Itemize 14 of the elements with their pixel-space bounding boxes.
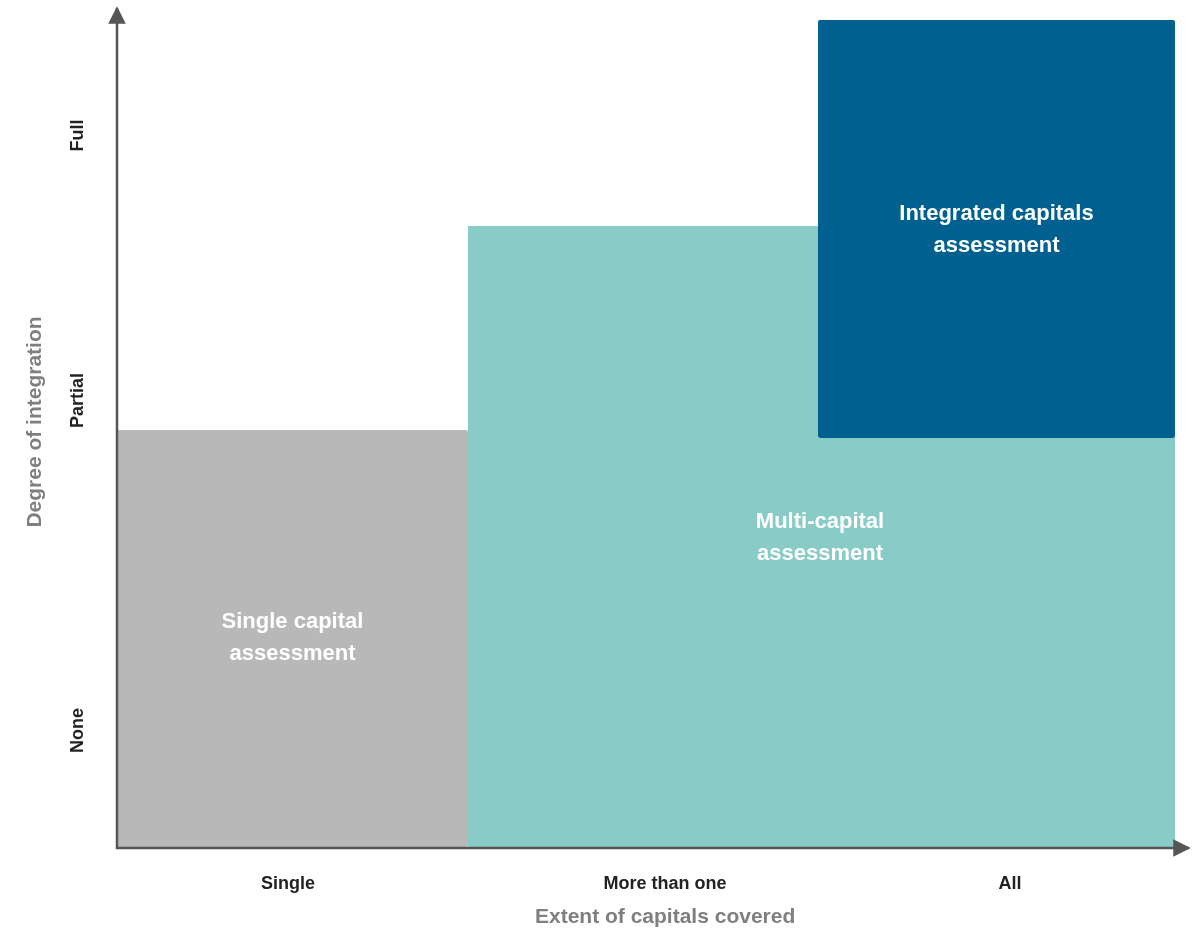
axis-tick-label: Single	[261, 872, 315, 894]
area-label: Single capital assessment	[220, 607, 365, 667]
axis-title: Degree of integration	[21, 316, 46, 528]
axis-tick-label: Full	[66, 119, 88, 151]
axis-tick-label: None	[66, 707, 88, 753]
axis-tick-label: All	[998, 872, 1022, 894]
axis-tick-label: Partial	[66, 372, 88, 428]
area-label: Integrated capitals assessment	[898, 199, 1095, 259]
axis-tick-label: More than one	[603, 872, 727, 894]
assessment-area	[818, 20, 1175, 438]
axis-title: Extent of capitals covered	[535, 904, 796, 928]
area-label: Multi-capital assessment	[754, 507, 886, 567]
assessment-area	[117, 430, 468, 847]
assessment-area	[468, 226, 1175, 847]
